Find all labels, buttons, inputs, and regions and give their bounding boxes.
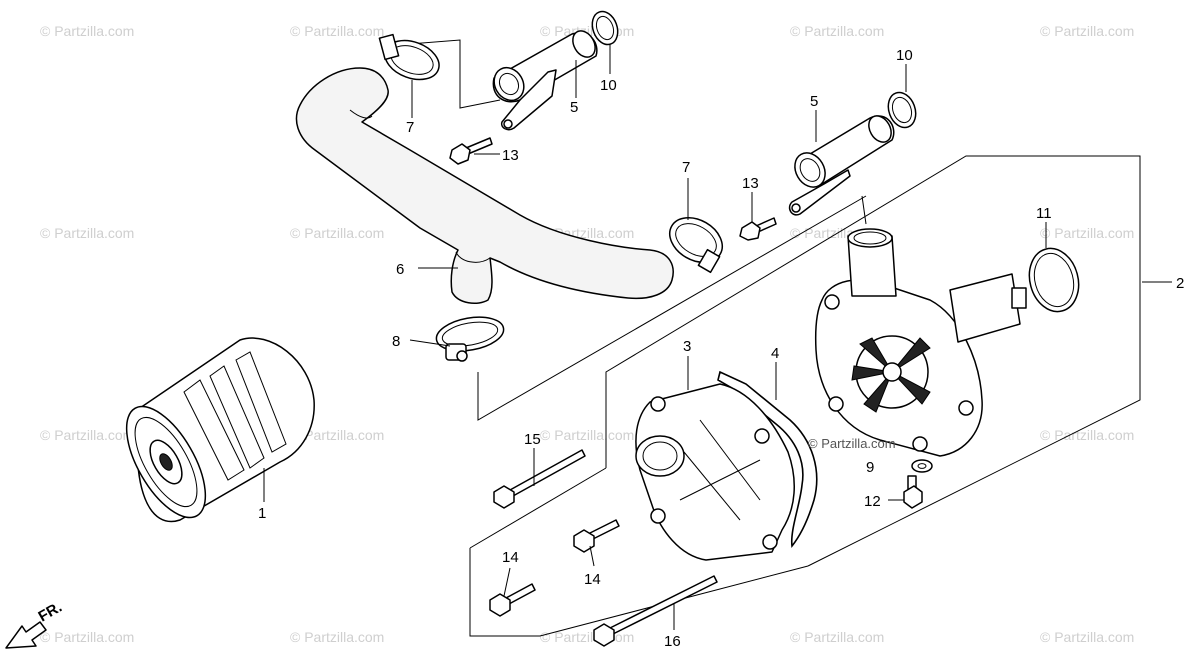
callout-label-11: 11 (1036, 205, 1052, 222)
callout-label-7: 7 (406, 119, 414, 136)
cover-rib (699, 419, 761, 501)
callout-label-14: 14 (502, 549, 519, 566)
callout-label-2: 2 (1176, 275, 1184, 292)
watermark: © Partzilla.com (1040, 23, 1134, 39)
cover-group-frame-link (469, 467, 607, 549)
o-ring-part-10-top (591, 10, 619, 46)
watermark: © Partzilla.com (40, 225, 134, 241)
o-ring-part-10-right (887, 91, 917, 129)
hose-crease (349, 109, 373, 119)
watermark: © Partzilla.com (290, 23, 384, 39)
cover-rib (679, 459, 761, 501)
watermark: © Partzilla.com (290, 225, 384, 241)
pump-cover-part-3 (635, 383, 795, 561)
watermark: © Partzilla.com (290, 427, 384, 443)
callout-label-13: 13 (502, 147, 519, 164)
filter-grip-band (235, 351, 287, 453)
watermark: © Partzilla.com (790, 629, 884, 645)
hose-group-frame (477, 195, 867, 421)
callout-label-8: 8 (392, 333, 400, 350)
oil-filter-part-1 (125, 337, 315, 523)
water-hose-part-6 (295, 67, 674, 305)
callout-label-16: 16 (664, 633, 681, 650)
filter-grip-band (209, 365, 265, 469)
bolt-part-13-right (739, 217, 777, 241)
watermark: © Partzilla.com (540, 629, 634, 645)
callout-label-9: 9 (866, 459, 874, 476)
watermark: © Partzilla.com (1040, 629, 1134, 645)
pump-group-frame (605, 155, 1141, 567)
watermark: © Partzilla.com (40, 427, 134, 443)
callout-label-4: 4 (771, 345, 779, 362)
hose-clamp-part-8 (435, 316, 505, 362)
callout-label-5: 5 (810, 93, 818, 110)
leader-lines (263, 44, 1172, 630)
hose-clamp-part-7-top (378, 33, 440, 81)
watermark: © Partzilla.com (1040, 225, 1134, 241)
bolt-part-14-lower (489, 583, 536, 617)
callout-label-13: 13 (742, 175, 759, 192)
watermark: © Partzilla.com (1040, 427, 1134, 443)
callout-label-10: 10 (896, 47, 913, 64)
front-arrow-icon (5, 621, 47, 649)
callout-label-5: 5 (570, 99, 578, 116)
gasket-part-4 (717, 370, 818, 548)
watermark: © Partzilla.com (290, 629, 384, 645)
hose-group-frame-tick (861, 195, 867, 225)
watermark: © Partzilla.com (40, 23, 134, 39)
callout-label-7: 7 (682, 159, 690, 176)
water-pump-part-2 (814, 228, 1027, 457)
callout-label-15: 15 (524, 431, 541, 448)
watermark: © Partzilla.com (790, 23, 884, 39)
watermark: © Partzilla.com (540, 427, 634, 443)
water-pipe-part-5-top (492, 30, 598, 131)
callout-label-10: 10 (600, 77, 617, 94)
bolt-part-16 (593, 575, 718, 647)
callout-label-3: 3 (683, 338, 691, 355)
callout-label-1: 1 (258, 505, 266, 522)
hose-group-frame-top (383, 39, 501, 109)
hose-clamp-part-7-mid (669, 216, 723, 274)
sealing-washer-part-9 (911, 459, 933, 473)
o-ring-part-11 (1028, 247, 1080, 313)
callout-label-12: 12 (864, 493, 881, 510)
callout-label-6: 6 (396, 261, 404, 278)
hose-branch-edge (455, 251, 491, 263)
callout-labels: 1 2 3 4 5 5 6 7 7 8 9 10 10 11 12 13 13 … (258, 47, 1184, 650)
callout-label-14: 14 (584, 571, 601, 588)
bolt-part-14-upper (573, 519, 620, 553)
filter-grip-band (183, 379, 245, 481)
bolt-part-15 (493, 449, 586, 509)
watermark-stamp: © Partzilla.com (808, 436, 896, 451)
watermark: © Partzilla.com (40, 629, 134, 645)
water-pipe-part-5-right (788, 115, 895, 216)
cover-rib (683, 451, 741, 521)
drain-bolt-part-12 (903, 475, 923, 509)
bolt-part-13-top (449, 137, 493, 165)
